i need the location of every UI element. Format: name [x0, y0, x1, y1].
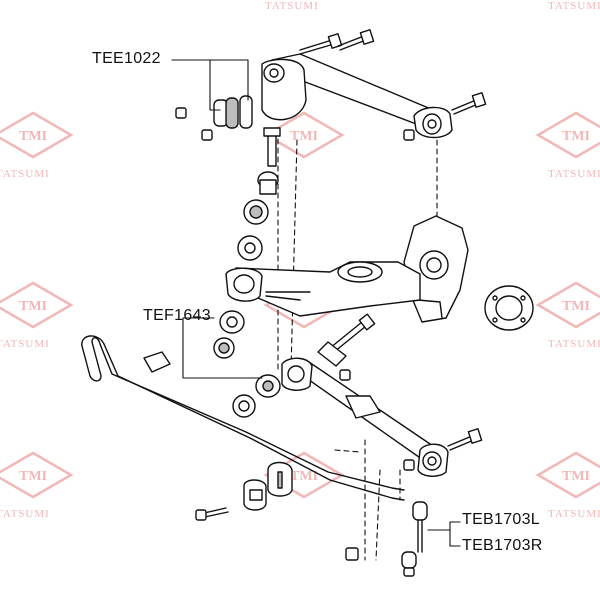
hub-carrier	[403, 215, 469, 323]
part-label-tef1643: TEF1643	[143, 307, 211, 324]
upper-arm-bolts	[175, 29, 487, 141]
stabilizer-bar	[81, 335, 405, 501]
watermark-text: TATSUMI	[548, 0, 600, 12]
watermark-text: TATSUMI	[548, 508, 600, 520]
watermark-text: TATSUMI	[0, 508, 50, 520]
stabilizer-bushings	[195, 461, 293, 521]
label-leader-lines	[171, 59, 461, 547]
stabilizer-link	[345, 501, 428, 577]
part-label-tee1022: TEE1022	[92, 50, 161, 67]
watermark-logo-icon: TMI	[535, 281, 600, 329]
assembly-guide-lines	[277, 129, 438, 561]
part-label-teb1703r: TEB1703R	[462, 537, 543, 554]
watermark-logo-text: TMI	[562, 129, 590, 144]
watermark-logo-icon: TMI	[535, 111, 600, 159]
lower-arm-bushings	[213, 310, 245, 359]
watermark-logo-text: TMI	[562, 469, 590, 484]
watermark-text: TATSUMI	[265, 0, 319, 12]
watermark-logo-text: TMI	[19, 469, 47, 484]
lateral-rod	[281, 357, 449, 477]
lateral-rod-bushings	[232, 374, 281, 418]
watermark-text: TATSUMI	[548, 338, 600, 350]
watermark-text: TATSUMI	[0, 338, 50, 350]
watermark-logo-text: TMI	[19, 299, 47, 314]
watermark-logo-text: TMI	[19, 129, 47, 144]
lower-control-arm	[225, 261, 421, 317]
watermark-logo-icon: TMI	[0, 111, 74, 159]
middle-bushing-stack	[237, 127, 281, 261]
lateral-rod-bolts	[317, 313, 483, 471]
watermark-text: TATSUMI	[0, 168, 50, 180]
watermark-text: TATSUMI	[548, 168, 600, 180]
watermark-logo-text: TMI	[290, 469, 318, 484]
upper-control-arm	[261, 53, 453, 139]
hub-flange	[484, 285, 534, 331]
watermark-logo-icon: TMI	[535, 451, 600, 499]
watermark-logo-icon: TMI	[0, 281, 74, 329]
watermark-logo-icon: TMI	[0, 451, 74, 499]
part-label-teb1703l: TEB1703L	[462, 511, 541, 528]
watermark-logo-text: TMI	[562, 299, 590, 314]
upper-bushing-parts	[213, 95, 253, 129]
